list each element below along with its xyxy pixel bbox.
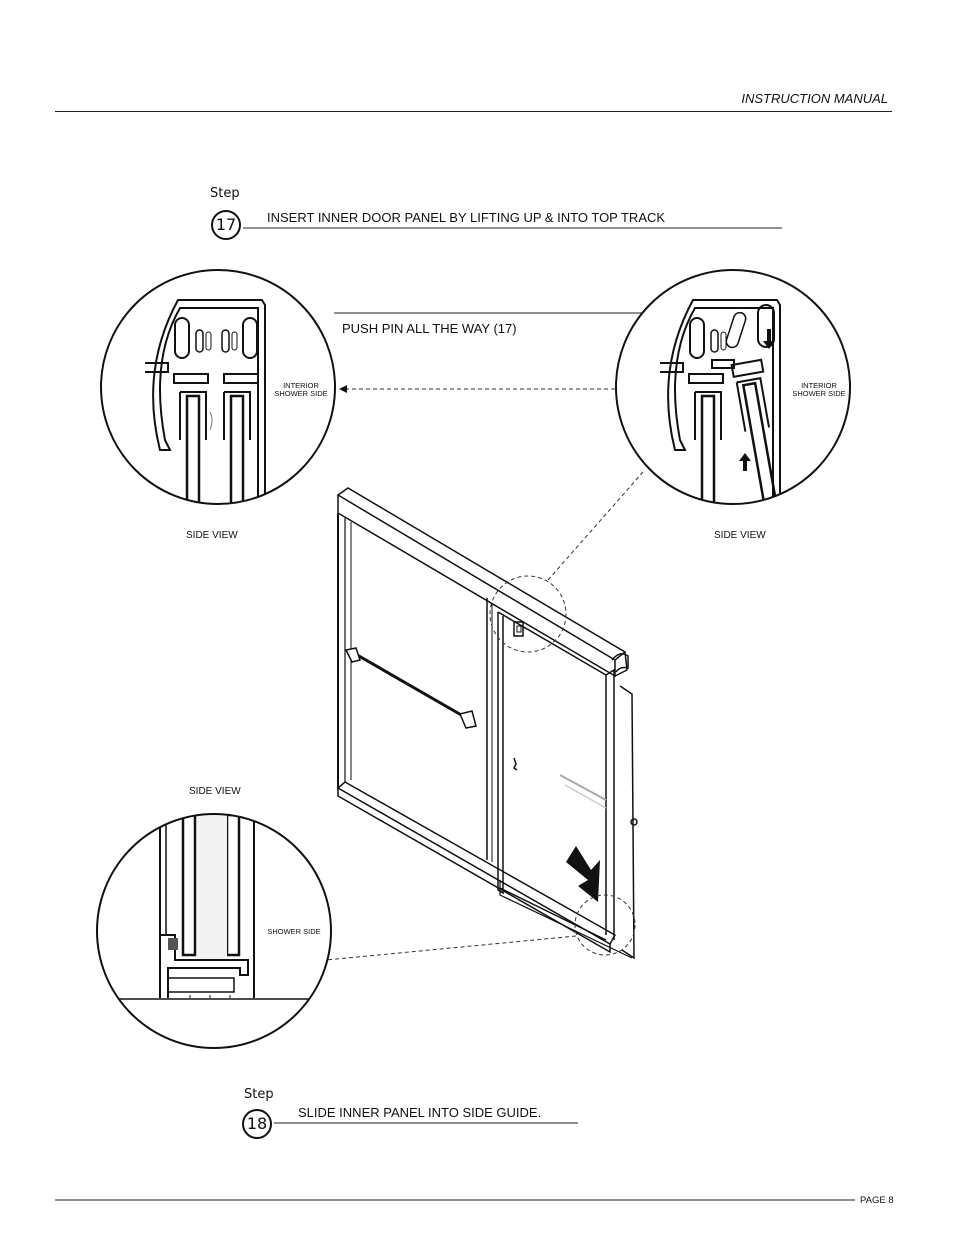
header-title: INSTRUCTION MANUAL: [741, 91, 888, 106]
left-detail-label-line1: INTERIOR: [283, 381, 319, 390]
step-17-instruction: INSERT INNER DOOR PANEL BY LIFTING UP & …: [267, 210, 666, 225]
page-number: PAGE 8: [860, 1195, 894, 1206]
detail-right-top: [616, 270, 850, 504]
detail-bottom-left: [97, 814, 331, 1048]
push-pin-callout: PUSH PIN ALL THE WAY (17): [342, 321, 517, 336]
right-detail-label: INTERIOR SHOWER SIDE: [786, 382, 852, 398]
left-detail-label: INTERIOR SHOWER SIDE: [268, 382, 334, 398]
right-detail-label-line1: INTERIOR: [801, 381, 837, 390]
bottom-detail-label: SHOWER SIDE: [267, 927, 321, 936]
step-18-word: Step: [244, 1087, 274, 1102]
door-assembly: [336, 487, 638, 960]
step-17-badge: 17: [211, 210, 241, 240]
slide-arrow: [566, 846, 600, 902]
right-detail-label-line2: SHOWER SIDE: [792, 389, 846, 398]
step-18-instruction: SLIDE INNER PANEL INTO SIDE GUIDE.: [298, 1105, 542, 1120]
left-detail-caption: SIDE VIEW: [186, 530, 238, 541]
header-rule: [55, 111, 892, 112]
detail-left-top: [101, 270, 335, 504]
left-detail-label-line2: SHOWER SIDE: [274, 389, 328, 398]
right-detail-caption: SIDE VIEW: [714, 530, 766, 541]
step-17-word: Step: [210, 186, 240, 201]
bottom-detail-caption: SIDE VIEW: [189, 786, 241, 797]
step-18-badge: 18: [242, 1109, 272, 1139]
